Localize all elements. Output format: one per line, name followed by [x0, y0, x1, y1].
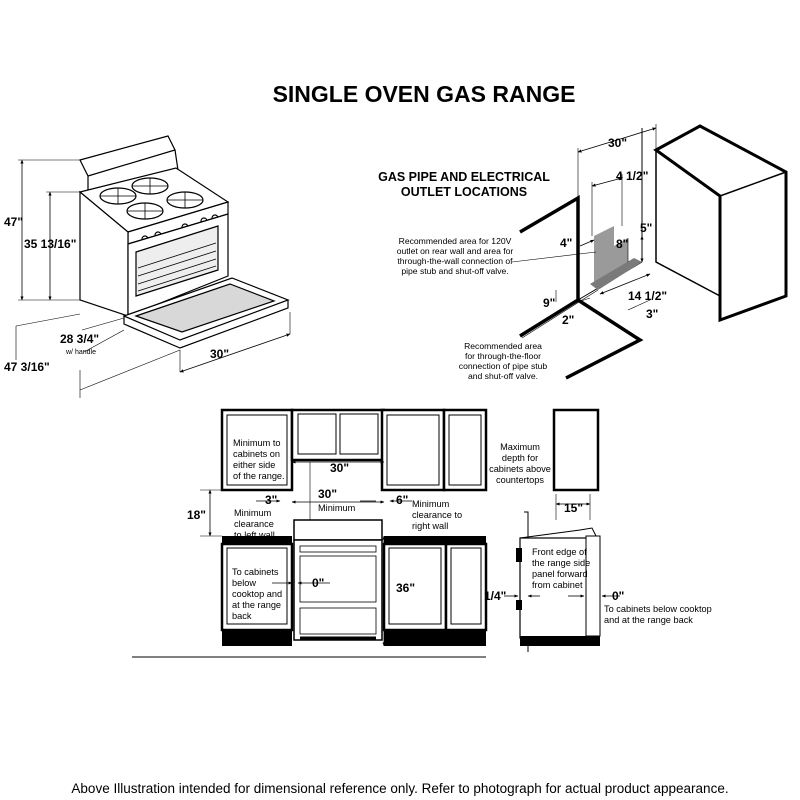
side-dim-quarter: 1/4"	[484, 589, 506, 603]
min-cabinets-note: Minimum to cabinets on either side of th…	[233, 438, 285, 481]
svg-text:cabinets above: cabinets above	[489, 464, 551, 474]
svg-text:clearance: clearance	[234, 519, 274, 529]
svg-text:through-the-wall connection of: through-the-wall connection of	[397, 256, 513, 266]
front-dim-18: 18"	[187, 508, 206, 522]
front-dim-3: 3"	[265, 493, 277, 507]
width-label: 30"	[210, 347, 229, 361]
side-dim-15: 15"	[564, 501, 583, 515]
svg-text:outlet on rear wall and area f: outlet on rear wall and area for	[397, 246, 514, 256]
pipe-dim-8: 8"	[616, 237, 628, 251]
svg-text:Minimum: Minimum	[234, 508, 272, 518]
svg-text:Minimum: Minimum	[412, 499, 450, 509]
pipe-dim-14-5: 14 1/2"	[628, 289, 667, 303]
svg-text:Recommended area for 120V: Recommended area for 120V	[399, 236, 512, 246]
depth-note: w/ handle	[65, 349, 96, 356]
pipe-dim-2: 2"	[562, 313, 574, 327]
svg-text:and at the range back: and at the range back	[604, 615, 693, 625]
svg-text:cabinets on: cabinets on	[233, 449, 280, 459]
svg-text:below: below	[232, 578, 256, 588]
side-below-note: To cabinets below cooktop and at the ran…	[604, 604, 712, 625]
svg-text:Front edge of: Front edge of	[532, 547, 587, 557]
svg-text:Minimum to: Minimum to	[233, 438, 280, 448]
svg-text:for through-the-floor: for through-the-floor	[465, 351, 541, 361]
page-title: SINGLE OVEN GAS RANGE	[273, 81, 576, 107]
range-illustration	[15, 135, 291, 398]
front-install-diagram	[132, 408, 488, 658]
svg-text:cooktop and: cooktop and	[232, 589, 282, 599]
pipe-heading-line2: OUTLET LOCATIONS	[401, 185, 527, 199]
front-dim-30-top: 30"	[330, 461, 349, 475]
depth-label: 28 3/4"	[60, 332, 99, 346]
minimum-label: Minimum	[318, 503, 356, 513]
height-total-label: 47"	[4, 215, 23, 229]
footer-disclaimer: Above Illustration intended for dimensio…	[71, 781, 728, 796]
front-dim-36: 36"	[396, 581, 415, 595]
side-install-diagram	[504, 408, 620, 652]
wall-outlet-note: Recommended area for 120V outlet on rear…	[397, 236, 514, 276]
svg-text:To cabinets below cooktop: To cabinets below cooktop	[604, 604, 712, 614]
svg-text:and shut-off valve.: and shut-off valve.	[468, 371, 538, 381]
pipe-location-diagram	[511, 124, 788, 380]
svg-text:countertops: countertops	[496, 475, 544, 485]
pipe-dim-5: 5"	[640, 221, 652, 235]
svg-text:right wall: right wall	[412, 521, 448, 531]
svg-text:Maximum: Maximum	[500, 442, 540, 452]
svg-text:from cabinet: from cabinet	[532, 580, 583, 590]
pipe-dim-30: 30"	[608, 136, 627, 150]
front-dim-30-min: 30"	[318, 487, 337, 501]
right-wall-note: Minimum clearance to right wall	[412, 499, 462, 531]
svg-text:to left wall: to left wall	[234, 530, 275, 540]
svg-text:of the range.: of the range.	[233, 471, 285, 481]
front-dim-0: 0"	[312, 576, 324, 590]
svg-text:To cabinets: To cabinets	[232, 567, 279, 577]
svg-text:the range side: the range side	[532, 558, 590, 568]
svg-text:panel forward: panel forward	[532, 569, 588, 579]
front-dim-6: 6"	[396, 493, 408, 507]
pipe-dim-4-5: 4 1/2"	[616, 169, 648, 183]
max-depth-note: Maximum depth for cabinets above counter…	[489, 442, 551, 485]
front-edge-note: Front edge of the range side panel forwa…	[532, 547, 590, 590]
height-cooktop-label: 35 13/16"	[24, 237, 76, 251]
svg-text:clearance to: clearance to	[412, 510, 462, 520]
svg-text:back: back	[232, 611, 252, 621]
pipe-dim-9: 9"	[543, 296, 555, 310]
svg-text:connection of pipe stub: connection of pipe stub	[459, 361, 548, 371]
depth-door-open-label: 47 3/16"	[4, 360, 50, 374]
side-dim-0: 0"	[612, 589, 624, 603]
pipe-dim-3: 3"	[646, 307, 658, 321]
svg-text:at the range: at the range	[232, 600, 281, 610]
svg-text:depth for: depth for	[502, 453, 538, 463]
pipe-heading-line1: GAS PIPE AND ELECTRICAL	[378, 170, 550, 184]
svg-text:either side: either side	[233, 460, 275, 470]
svg-text:Recommended area: Recommended area	[464, 341, 542, 351]
below-cooktop-note: To cabinets below cooktop and at the ran…	[232, 567, 282, 621]
svg-text:pipe stub and shut-off valve.: pipe stub and shut-off valve.	[401, 266, 508, 276]
left-wall-note: Minimum clearance to left wall	[234, 508, 275, 540]
floor-connection-note: Recommended area for through-the-floor c…	[459, 341, 548, 381]
pipe-dim-4: 4"	[560, 236, 572, 250]
